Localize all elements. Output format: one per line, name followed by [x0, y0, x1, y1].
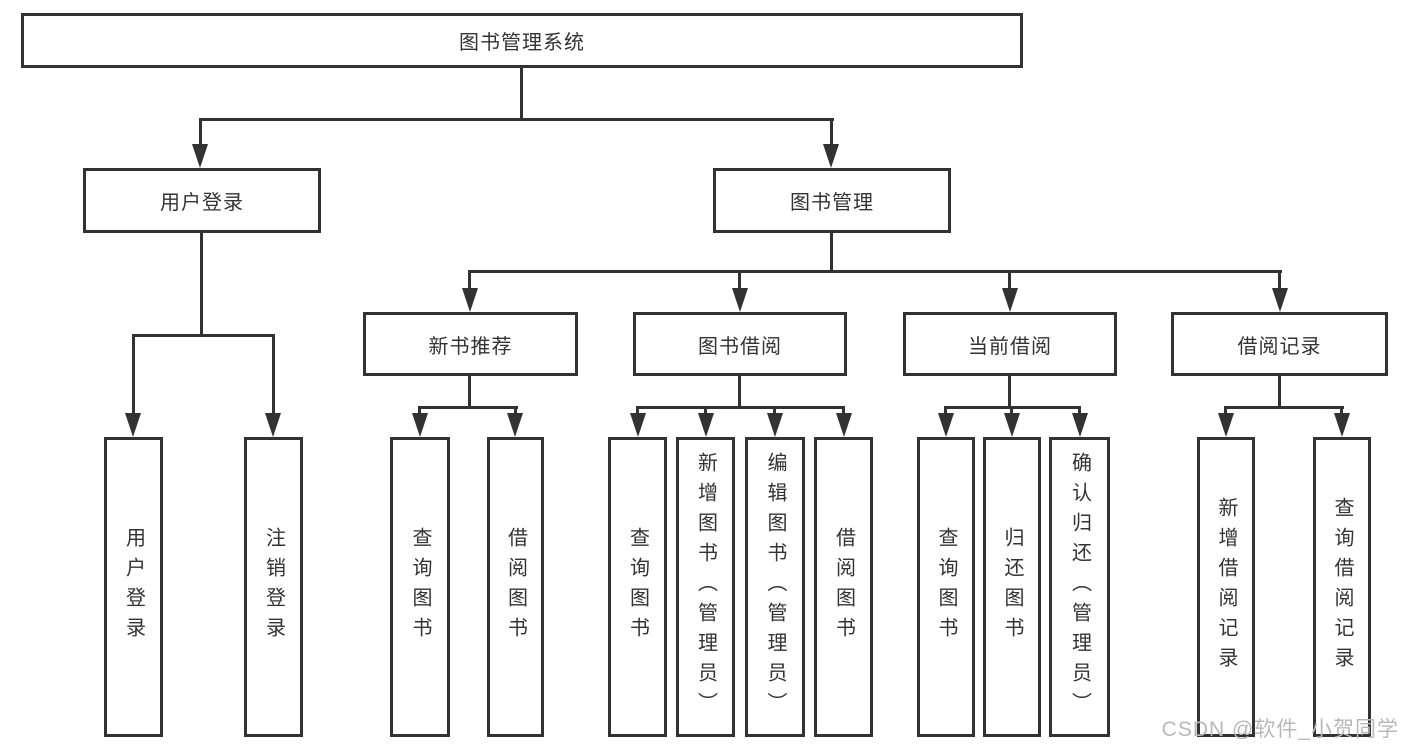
connector-line: [468, 270, 1282, 273]
connector-line: [132, 334, 275, 337]
node-new-book-recommend: 新书推荐: [363, 312, 578, 376]
arrow-down-icon: [192, 144, 208, 168]
arrow-down-icon: [265, 413, 281, 437]
leaf-borrow-books-borrowing: 借阅图书: [814, 437, 873, 737]
arrow-down-icon: [630, 413, 646, 437]
arrow-down-icon: [412, 413, 428, 437]
leaf-query-books-borrowing: 查询图书: [608, 437, 667, 737]
connector-line: [1010, 408, 1013, 414]
arrow-down-icon: [732, 288, 748, 312]
connector-line: [1340, 408, 1343, 414]
connector-line: [514, 408, 517, 414]
connector-line: [199, 120, 202, 146]
node-library-system: 图书管理系统: [21, 13, 1023, 68]
leaf-edit-book-admin: 编辑图书（管理员）: [745, 437, 805, 737]
connector-line: [199, 118, 834, 121]
connector-line: [418, 408, 421, 414]
arrow-down-icon: [938, 413, 954, 437]
connector-line: [738, 272, 741, 290]
leaf-add-borrow-record: 新增借阅记录: [1197, 437, 1255, 737]
connector-line: [944, 408, 947, 414]
connector-line: [830, 120, 833, 146]
arrow-down-icon: [1272, 288, 1288, 312]
connector-line: [468, 272, 471, 290]
leaf-add-book-admin: 新增图书（管理员）: [676, 437, 735, 737]
arrow-down-icon: [836, 413, 852, 437]
node-book-management: 图书管理: [713, 168, 951, 233]
connector-line: [636, 406, 845, 409]
arrow-down-icon: [1218, 413, 1234, 437]
connector-line: [1008, 272, 1011, 290]
connector-line: [418, 406, 518, 409]
connector-line: [636, 408, 639, 414]
leaf-user-login: 用户登录: [104, 437, 163, 737]
leaf-logout: 注销登录: [244, 437, 303, 737]
arrow-down-icon: [462, 288, 478, 312]
connector-line: [1078, 408, 1081, 414]
node-user-login: 用户登录: [83, 168, 321, 233]
connector-line: [1224, 408, 1227, 414]
connector-line: [200, 233, 203, 336]
arrow-down-icon: [767, 413, 783, 437]
connector-line: [520, 68, 523, 120]
connector-line: [944, 406, 1081, 409]
leaf-return-books: 归还图书: [983, 437, 1041, 737]
connector-line: [1278, 272, 1281, 290]
connector-line: [704, 408, 707, 414]
leaf-borrow-books-recommend: 借阅图书: [487, 437, 544, 737]
connector-line: [773, 408, 776, 414]
arrow-down-icon: [1334, 413, 1350, 437]
connector-line: [1224, 406, 1344, 409]
node-borrowing-records: 借阅记录: [1171, 312, 1388, 376]
csdn-watermark: CSDN @软件_小贺同学: [1161, 718, 1399, 741]
arrow-down-icon: [1002, 288, 1018, 312]
arrow-down-icon: [1072, 413, 1088, 437]
connector-line: [830, 233, 833, 272]
node-book-borrowing: 图书借阅: [633, 312, 847, 376]
arrow-down-icon: [1004, 413, 1020, 437]
leaf-query-books-recommend: 查询图书: [390, 437, 450, 737]
node-current-borrowing: 当前借阅: [903, 312, 1117, 376]
connector-line: [842, 408, 845, 414]
connector-line: [132, 336, 135, 414]
leaf-confirm-return-admin: 确认归还（管理员）: [1049, 437, 1110, 737]
arrow-down-icon: [823, 144, 839, 168]
connector-line: [1008, 376, 1011, 408]
arrow-down-icon: [125, 413, 141, 437]
connector-line: [272, 336, 275, 414]
arrow-down-icon: [698, 413, 714, 437]
connector-line: [738, 376, 741, 408]
leaf-query-books-current: 查询图书: [917, 437, 975, 737]
connector-line: [1278, 376, 1281, 408]
leaf-query-borrow-record: 查询借阅记录: [1313, 437, 1371, 737]
connector-line: [468, 376, 471, 408]
arrow-down-icon: [507, 413, 523, 437]
